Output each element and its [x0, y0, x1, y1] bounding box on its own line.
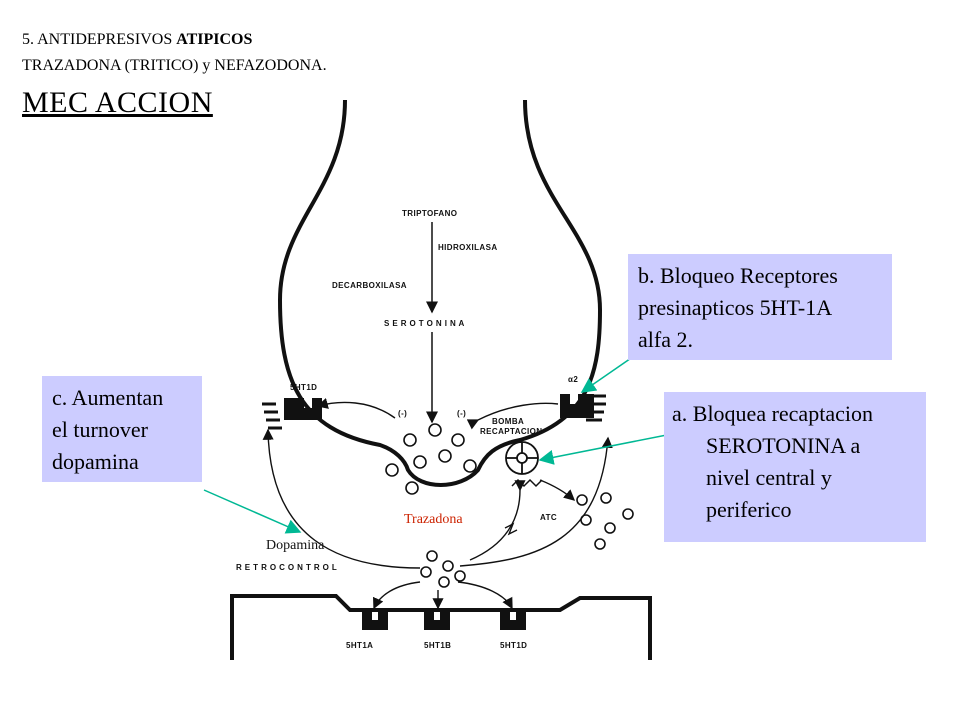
header-bold: ATIPICOS — [176, 31, 253, 48]
reuptake-pump — [505, 441, 539, 475]
label-retrocontrol: R E T R O C O N T R O L — [236, 563, 337, 572]
label-5ht1d-post: 5HT1D — [500, 641, 527, 650]
annotation-box-a: a. Bloquea recaptacion SEROTONINA a nive… — [664, 392, 926, 542]
box-c-line-2: el turnover — [52, 417, 148, 442]
label-5ht1a: 5HT1A — [346, 641, 373, 650]
box-a-line-2: SEROTONINA a — [706, 433, 861, 458]
receptor-alpha2 — [560, 394, 594, 418]
page-title: MEC ACCION — [22, 86, 213, 119]
box-c-line-1: c. Aumentan — [52, 385, 164, 410]
pointer-arrow-c — [203, 489, 302, 534]
annotation-box-b: b. Bloqueo Receptores presinapticos 5HT-… — [628, 254, 892, 360]
feedback-arrow-left — [316, 398, 396, 419]
label-decarboxilasa: DECARBOXILASA — [332, 281, 407, 290]
postsynaptic-membrane — [230, 594, 652, 660]
synaptic-serotonin — [420, 492, 634, 588]
label-trazadona: Trazadona — [404, 512, 463, 527]
label-serotonina: S E R O T O N I N A — [384, 319, 465, 328]
membrane-zigzag — [511, 478, 543, 488]
label-alpha2: α2 — [568, 375, 578, 384]
atc-arrow — [539, 479, 576, 501]
box-a-line-1: a. Bloquea recaptacion — [672, 401, 873, 426]
label-triptofano: TRIPTOFANO — [402, 209, 457, 218]
atc-zigzag — [504, 522, 518, 536]
box-c-line-3: dopamina — [52, 449, 139, 474]
label-atc: ATC — [540, 513, 557, 522]
receptor-stripes-left — [262, 402, 282, 430]
annotation-box-c: c. Aumentan el turnover dopamina — [42, 376, 202, 482]
box-b-line-3: alfa 2. — [638, 327, 693, 352]
feedback-arrow-right — [466, 402, 559, 430]
header-line-2: TRAZADONA (TRITICO) y NEFAZODONA. — [22, 57, 327, 74]
receptor-5ht1d-pre — [284, 398, 322, 420]
header-prefix: 5. ANTIDEPRESIVOS — [22, 31, 177, 48]
label-minus-left: (-) — [398, 409, 407, 418]
label-hidroxilasa: HIDROXILASA — [438, 243, 498, 252]
label-minus-right: (-) — [457, 409, 466, 418]
pointer-arrow-a — [538, 431, 683, 465]
label-bomba: BOMBA — [492, 417, 524, 426]
box-b-line-1: b. Bloqueo Receptores — [638, 263, 838, 288]
postsynaptic-receptors — [362, 612, 526, 630]
presynaptic-terminal-outline — [277, 99, 603, 487]
label-5ht1b: 5HT1B — [424, 641, 451, 650]
box-a-line-3: nivel central y — [706, 465, 832, 490]
box-b-line-2: presinapticos 5HT-1A — [638, 295, 833, 320]
post-arrow-1 — [373, 581, 421, 610]
label-dopamina: Dopamina — [266, 538, 325, 553]
label-recaptacion: RECAPTACION — [480, 427, 542, 436]
retrocontrol-arrow-left — [262, 428, 421, 569]
vesicles — [385, 423, 477, 495]
receptor-stripes-right — [586, 394, 606, 422]
label-5ht1d-pre: 5HT1D — [290, 383, 317, 392]
box-a-line-4: periferico — [706, 497, 792, 522]
trazadona-arrow — [469, 480, 526, 561]
post-arrow-3 — [457, 581, 513, 610]
retrocontrol-arrow-right — [459, 436, 613, 567]
header-line-1: 5. ANTIDEPRESIVOS ATIPICOS — [22, 30, 252, 50]
